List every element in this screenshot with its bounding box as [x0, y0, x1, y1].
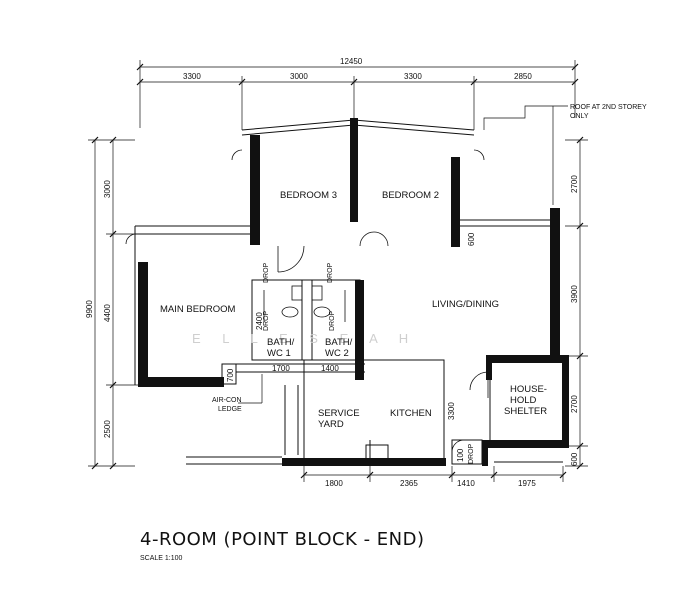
dim-left-mid: 4400	[103, 304, 112, 322]
dimension-lines	[88, 60, 588, 482]
watermark: E L L E S E A H	[192, 331, 417, 346]
label-bath-1-line2: WC 1	[267, 348, 291, 359]
dim-top-total: 12450	[340, 57, 363, 66]
drop-label-2: DROP	[327, 262, 334, 283]
label-living-dining: LIVING/DINING	[432, 299, 499, 310]
label-shelter-line3: SHELTER	[504, 406, 547, 417]
dim-inner-700: 700	[226, 368, 235, 382]
label-kitchen: KITCHEN	[390, 408, 432, 419]
dim-left-outer: 9900	[85, 300, 94, 318]
dim-right-1: 2700	[570, 175, 579, 193]
dim-bottom-2: 2365	[400, 479, 418, 488]
label-bath-1-line1: BATH/	[267, 337, 295, 348]
dim-inner-600: 600	[467, 232, 476, 246]
drop-label-4: DROP	[329, 310, 336, 331]
dim-right-4: 600	[570, 452, 579, 466]
label-shelter-line1: HOUSE-	[510, 384, 547, 395]
drop-label-1: DROP	[263, 262, 270, 283]
label-aircon-line2: LEDGE	[218, 406, 242, 413]
dim-inner-1700: 1700	[272, 364, 290, 373]
dim-bottom-1: 1800	[325, 479, 343, 488]
drop-label-3: DROP	[263, 310, 270, 331]
dim-top-2: 3000	[290, 72, 308, 81]
dim-top-4: 2850	[514, 72, 532, 81]
door-swings	[125, 149, 489, 453]
label-bedroom-2: BEDROOM 2	[382, 190, 439, 201]
dim-right-3: 2700	[570, 395, 579, 413]
plan-scale: SCALE 1:100	[140, 555, 183, 562]
dim-inner-3300: 3300	[447, 402, 456, 420]
dim-left-bottom: 2500	[103, 420, 112, 438]
label-main-bedroom: MAIN BEDROOM	[160, 304, 236, 315]
thick-walls	[138, 118, 569, 466]
label-service-yard-line1: SERVICE	[318, 408, 360, 419]
dim-bottom-4: 1975	[518, 479, 536, 488]
dimension-ticks	[91, 63, 584, 479]
dim-inner-1400: 1400	[321, 364, 339, 373]
drop-label-5: DROP	[468, 443, 475, 464]
dim-inner-2400: 2400	[255, 312, 264, 330]
roof-note-line1: ROOF AT 2ND STOREY	[570, 104, 647, 111]
label-bedroom-3: BEDROOM 3	[280, 190, 337, 201]
roof-note-line2: ONLY	[570, 113, 589, 120]
label-aircon-line1: AIR-CON	[212, 397, 242, 404]
label-service-yard-line2: YARD	[318, 419, 344, 430]
dim-top-1: 3300	[183, 72, 201, 81]
dim-inner-100: 100	[456, 448, 465, 462]
dim-top-3: 3300	[404, 72, 422, 81]
label-bath-2-line2: WC 2	[325, 348, 349, 359]
dim-bottom-3: 1410	[457, 479, 475, 488]
bath-fixtures	[263, 285, 346, 322]
plan-title: 4-ROOM (POINT BLOCK - END)	[140, 529, 425, 550]
label-bath-2-line1: BATH/	[325, 337, 353, 348]
dim-left-top: 3000	[103, 180, 112, 198]
dim-right-2: 3900	[570, 285, 579, 303]
label-shelter-line2: HOLD	[510, 395, 537, 406]
